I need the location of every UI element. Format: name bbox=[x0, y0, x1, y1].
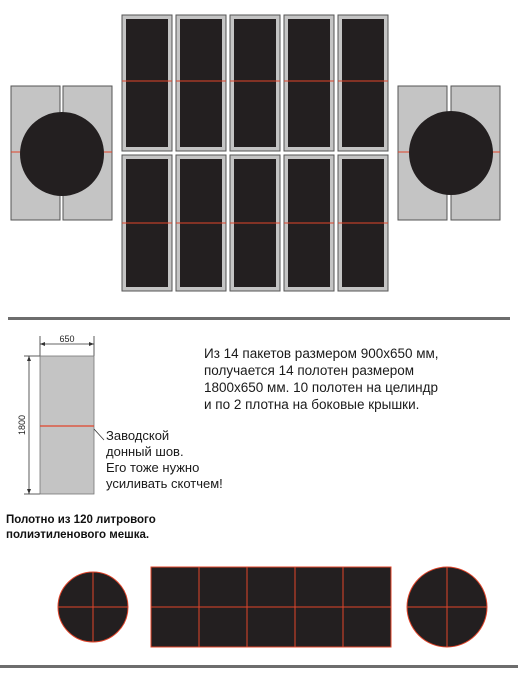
panel-4 bbox=[283, 14, 335, 152]
seam-pointer bbox=[93, 428, 105, 441]
seam-note-line-3: Его тоже нужно bbox=[106, 460, 200, 475]
panel-3 bbox=[229, 14, 281, 152]
bottom-cylinder-grid bbox=[150, 566, 392, 648]
divider-bottom bbox=[0, 665, 518, 668]
width-label: 650 bbox=[59, 334, 74, 344]
bottom-right-lid bbox=[406, 566, 488, 648]
description-text: Из 14 пакетов размером 900х650 мм, получ… bbox=[204, 345, 514, 413]
seam-note-line-2: донный шов. bbox=[106, 444, 184, 459]
left-lid-circle bbox=[20, 112, 104, 196]
divider-top bbox=[8, 317, 510, 320]
panel-8 bbox=[229, 154, 281, 292]
panel-1 bbox=[121, 14, 173, 152]
cylinder-panels-top-row bbox=[121, 14, 389, 152]
panel-5 bbox=[337, 14, 389, 152]
cylinder-panels-bottom-row bbox=[121, 154, 389, 292]
seam-note: Заводской донный шов. Его тоже нужно уси… bbox=[106, 428, 266, 492]
panel-9 bbox=[283, 154, 335, 292]
caption-line-1: Полотно из 120 литрового bbox=[6, 514, 156, 526]
bottom-layout bbox=[57, 566, 488, 648]
right-lid-circle bbox=[409, 111, 493, 195]
sheet-caption: Полотно из 120 литрового полиэтиленового… bbox=[6, 513, 266, 543]
description-line-4: и по 2 плотна на боковые крышки. bbox=[204, 397, 420, 412]
panel-2 bbox=[175, 14, 227, 152]
bottom-left-lid bbox=[57, 571, 129, 643]
right-lid-sheets bbox=[397, 85, 501, 221]
panel-10 bbox=[337, 154, 389, 292]
caption-line-2: полиэтиленового мешка. bbox=[6, 529, 150, 541]
single-sheet-diagram: 650 1800 bbox=[17, 334, 105, 495]
left-lid-sheets bbox=[10, 85, 113, 221]
seam-note-line-4: усиливать скотчем! bbox=[106, 476, 223, 491]
panel-7 bbox=[175, 154, 227, 292]
height-label: 1800 bbox=[17, 415, 27, 435]
description-line-3: 1800х650 мм. 10 полотен на целиндр bbox=[204, 380, 439, 395]
description-line-2: получается 14 полотен размером bbox=[204, 363, 415, 378]
description-line-1: Из 14 пакетов размером 900х650 мм, bbox=[204, 346, 439, 361]
seam-note-line-1: Заводской bbox=[106, 428, 170, 443]
panel-6 bbox=[121, 154, 173, 292]
single-sheet bbox=[39, 355, 95, 495]
